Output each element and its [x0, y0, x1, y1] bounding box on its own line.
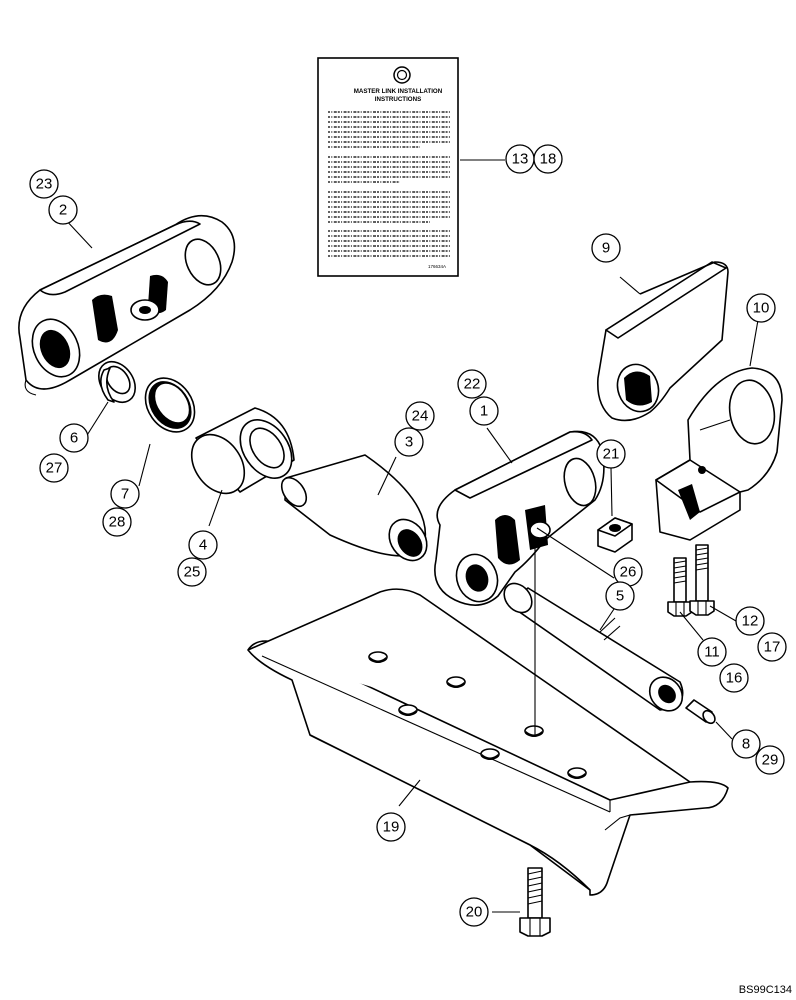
callout-28: 28 — [102, 507, 132, 537]
callout-24: 24 — [405, 401, 435, 431]
track-link-left — [18, 214, 236, 396]
callout-19-label: 19 — [383, 819, 400, 836]
callout-16: 16 — [719, 663, 749, 693]
instruction-title-line2: INSTRUCTIONS — [375, 96, 421, 103]
callout-18: 18 — [533, 144, 563, 174]
callout-20: 20 — [459, 897, 489, 927]
callout-23-label: 23 — [36, 176, 53, 193]
callout-29: 29 — [755, 745, 785, 775]
callout-5: 5 — [605, 581, 635, 611]
callout-20-label: 20 — [466, 904, 483, 921]
callout-3: 3 — [394, 427, 424, 457]
master-link-half-lower — [655, 367, 783, 541]
callout-28-label: 28 — [109, 514, 126, 531]
callout-1: 1 — [469, 396, 499, 426]
callout-18-label: 18 — [540, 151, 557, 168]
callout-17-label: 17 — [764, 639, 781, 656]
callout-21-label: 21 — [603, 446, 620, 463]
callout-7: 7 — [110, 479, 140, 509]
callout-10-label: 10 — [753, 300, 770, 317]
callout-11: 11 — [697, 637, 727, 667]
callout-27-label: 27 — [46, 460, 63, 477]
callout-4-label: 4 — [199, 537, 207, 554]
callout-9: 9 — [591, 233, 621, 263]
seal-ring-small — [98, 360, 136, 404]
master-pin — [503, 582, 684, 712]
callout-25: 25 — [177, 557, 207, 587]
callout-8: 8 — [731, 729, 761, 759]
callout-29-label: 29 — [762, 752, 779, 769]
callout-9-label: 9 — [602, 240, 610, 257]
instruction-part-mark: 176634A — [428, 264, 446, 269]
callout-5-label: 5 — [616, 588, 624, 605]
callout-3-label: 3 — [405, 434, 413, 451]
callout-22-label: 22 — [464, 376, 481, 393]
callout-7-label: 7 — [121, 486, 129, 503]
nut — [597, 517, 633, 553]
callout-2-label: 2 — [59, 202, 67, 219]
seal-ring-large — [144, 377, 196, 433]
callout-19: 19 — [376, 812, 406, 842]
master-link-half-upper — [596, 261, 729, 422]
callout-12-label: 12 — [742, 613, 759, 630]
callout-8-label: 8 — [742, 736, 750, 753]
callout-13-label: 13 — [512, 151, 529, 168]
instruction-body-text — [328, 111, 450, 257]
instruction-sheet: MASTER LINK INSTALLATION INSTRUCTIONS — [317, 57, 459, 277]
track-shoe — [247, 588, 729, 896]
callout-4: 4 — [188, 530, 218, 560]
callout-12: 12 — [735, 606, 765, 636]
plug — [685, 699, 716, 725]
bolt-long — [689, 544, 715, 616]
callout-16-label: 16 — [726, 670, 743, 687]
callout-6-label: 6 — [70, 430, 78, 447]
callout-25-label: 25 — [184, 564, 201, 581]
callout-17: 17 — [757, 632, 787, 662]
track-pin — [280, 454, 428, 562]
callout-22: 22 — [457, 369, 487, 399]
callout-1-label: 1 — [480, 403, 488, 420]
callout-23: 23 — [29, 169, 59, 199]
callout-24-label: 24 — [412, 408, 429, 425]
leader-lines — [63, 159, 759, 913]
bolt-short — [667, 557, 693, 617]
shoe-bolt — [519, 867, 551, 937]
figure-code: BS99C134 — [739, 984, 792, 996]
callout-26-label: 26 — [620, 564, 637, 581]
track-link-center — [434, 430, 605, 606]
callout-10: 10 — [746, 293, 776, 323]
callout-21: 21 — [596, 439, 626, 469]
callout-6: 6 — [59, 423, 89, 453]
callout-27: 27 — [39, 453, 69, 483]
bushing — [190, 407, 295, 495]
callout-13: 13 — [505, 144, 535, 174]
callout-2: 2 — [48, 195, 78, 225]
instruction-title-line1: MASTER LINK INSTALLATION — [354, 88, 443, 95]
callout-11-label: 11 — [704, 644, 720, 661]
